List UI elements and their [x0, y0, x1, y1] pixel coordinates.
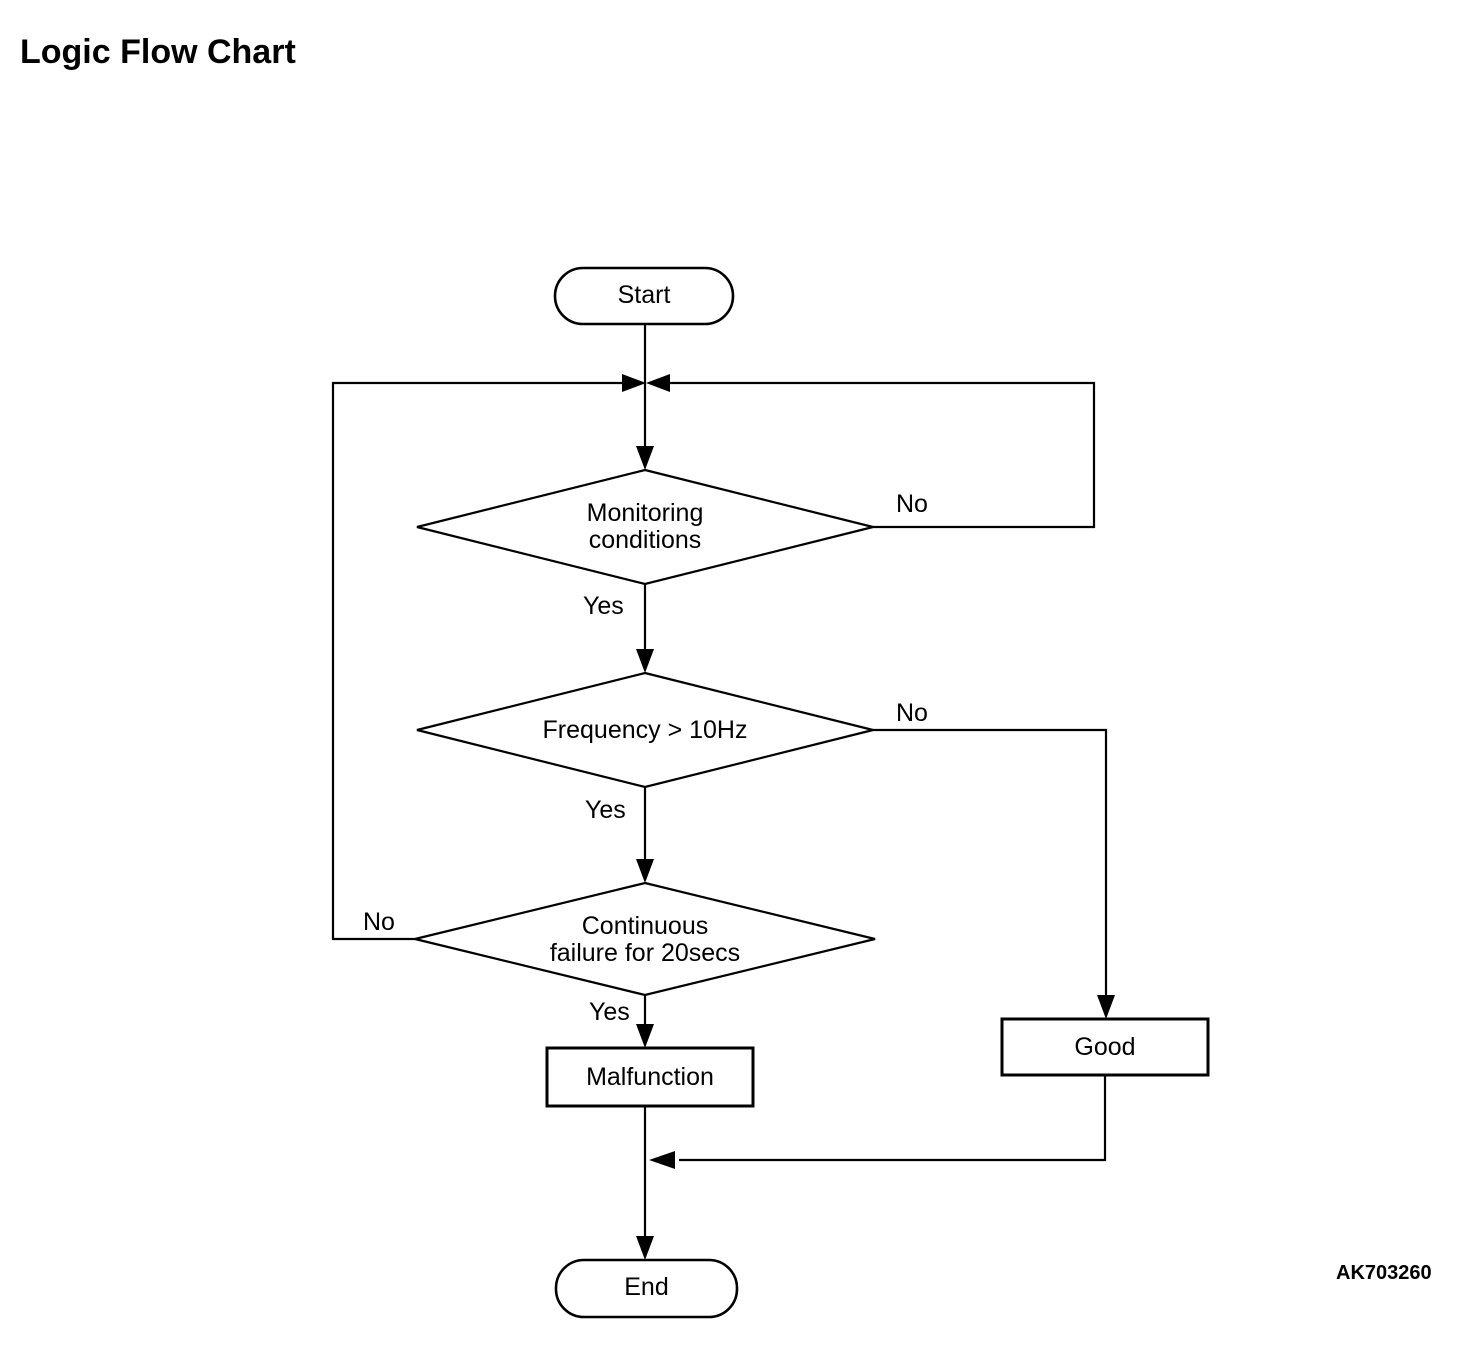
label-continuous-no: No: [363, 908, 395, 936]
page-title: Logic Flow Chart: [20, 32, 296, 71]
good-label-text: Good: [1074, 1032, 1136, 1061]
arrowhead-junction-from-right: [646, 374, 670, 392]
continuous-label: Continuous failure for 20secs: [475, 912, 815, 968]
monitoring-label: Monitoring conditions: [495, 499, 795, 555]
malfunction-box: [545, 1046, 755, 1108]
monitoring-label-line1: Monitoring: [586, 499, 704, 527]
malfunction-label-text: Malfunction: [586, 1062, 714, 1091]
monitoring-conditions-diamond: [416, 468, 874, 586]
end-node: [554, 1258, 739, 1319]
good-box: [1000, 1017, 1210, 1077]
arrowhead-into-end: [636, 1236, 654, 1260]
frequency-diamond: [416, 671, 874, 789]
label-frequency-yes: Yes: [585, 796, 626, 824]
arrowhead-into-monitoring: [636, 446, 654, 470]
edge-left-no-loop: [331, 381, 626, 941]
edge-right-no-loop: [666, 381, 1096, 529]
figure-code: AK703260: [1336, 1262, 1432, 1284]
end-label-text: End: [624, 1272, 669, 1301]
arrowhead-junction-from-left: [622, 374, 646, 392]
frequency-label: Frequency > 10Hz: [495, 716, 795, 744]
label-frequency-no: No: [896, 699, 928, 727]
start-node: [553, 266, 735, 326]
start-label-text: Start: [617, 280, 671, 309]
edge-frequency-no-to-good: [873, 728, 1108, 999]
arrowhead-into-continuous: [636, 859, 654, 883]
label-monitoring-yes: Yes: [583, 592, 624, 620]
frequency-label-text: Frequency > 10Hz: [542, 715, 748, 744]
continuous-failure-diamond: [414, 881, 876, 997]
good-label: Good: [1002, 1019, 1208, 1075]
label-continuous-yes: Yes: [589, 998, 630, 1026]
end-label: End: [556, 1258, 737, 1316]
start-label: Start: [555, 266, 733, 324]
arrowhead-into-good: [1097, 995, 1115, 1019]
label-monitoring-no: No: [896, 490, 928, 518]
arrowhead-into-malfunction: [636, 1024, 654, 1048]
continuous-label-line2: failure for 20secs: [549, 939, 741, 967]
arrowhead-merge-left: [649, 1151, 675, 1169]
arrowhead-into-frequency: [636, 649, 654, 673]
malfunction-label: Malfunction: [547, 1048, 753, 1106]
continuous-label-line1: Continuous: [581, 912, 709, 940]
edge-good-to-merge: [679, 1075, 1107, 1162]
monitoring-label-line2: conditions: [588, 526, 702, 554]
